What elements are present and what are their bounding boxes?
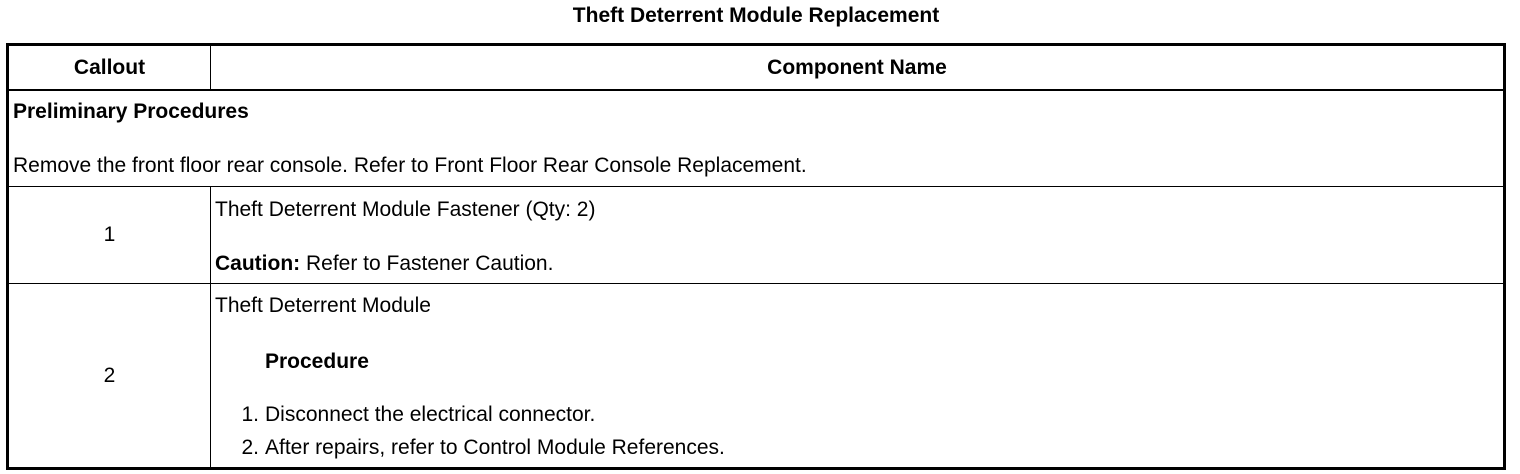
preliminary-cell: Preliminary Procedures Remove the front … [7,89,1505,187]
caution-line: Caution: Refer to Fastener Caution. [215,251,1503,277]
callout-number: 2 [7,283,211,469]
component-cell: Theft Deterrent Module Fastener (Qty: 2)… [210,186,1505,284]
component-name: Theft Deterrent Module Fastener (Qty: 2) [215,198,596,221]
list-item: 2. After repairs, refer to Control Module… [241,431,1503,464]
document-title: Theft Deterrent Module Replacement [572,4,940,27]
callout-header: Callout [7,44,211,91]
header-row: Callout Component Name [7,44,1505,91]
step-number: 2. [241,436,259,459]
caution-label: Caution: [215,252,301,275]
procedure-table: Callout Component Name Preliminary Proce… [6,43,1506,470]
preliminary-row: Preliminary Procedures Remove the front … [7,89,1505,187]
preliminary-text: Remove the front floor rear console. Ref… [13,154,807,177]
preliminary-heading: Preliminary Procedures [13,100,249,123]
component-name: Theft Deterrent Module [215,294,431,317]
table-row: 1 Theft Deterrent Module Fastener (Qty: … [7,186,1505,284]
component-name-header: Component Name [210,44,1505,91]
component-cell: Theft Deterrent Module Procedure 1. Disco… [210,283,1505,469]
list-item: 1. Disconnect the electrical connector. [241,398,1503,431]
procedure-heading: Procedure [265,350,369,373]
table-row: 2 Theft Deterrent Module Procedure 1. Dis… [7,283,1505,469]
procedure-steps: 1. Disconnect the electrical connector. 2… [215,398,1503,464]
step-number: 1. [241,403,259,426]
caution-text: Refer to Fastener Caution. [300,252,554,275]
step-text: Disconnect the electrical connector. [265,403,596,426]
step-text: After repairs, refer to Control Module R… [265,436,725,459]
callout-number: 1 [7,186,211,284]
